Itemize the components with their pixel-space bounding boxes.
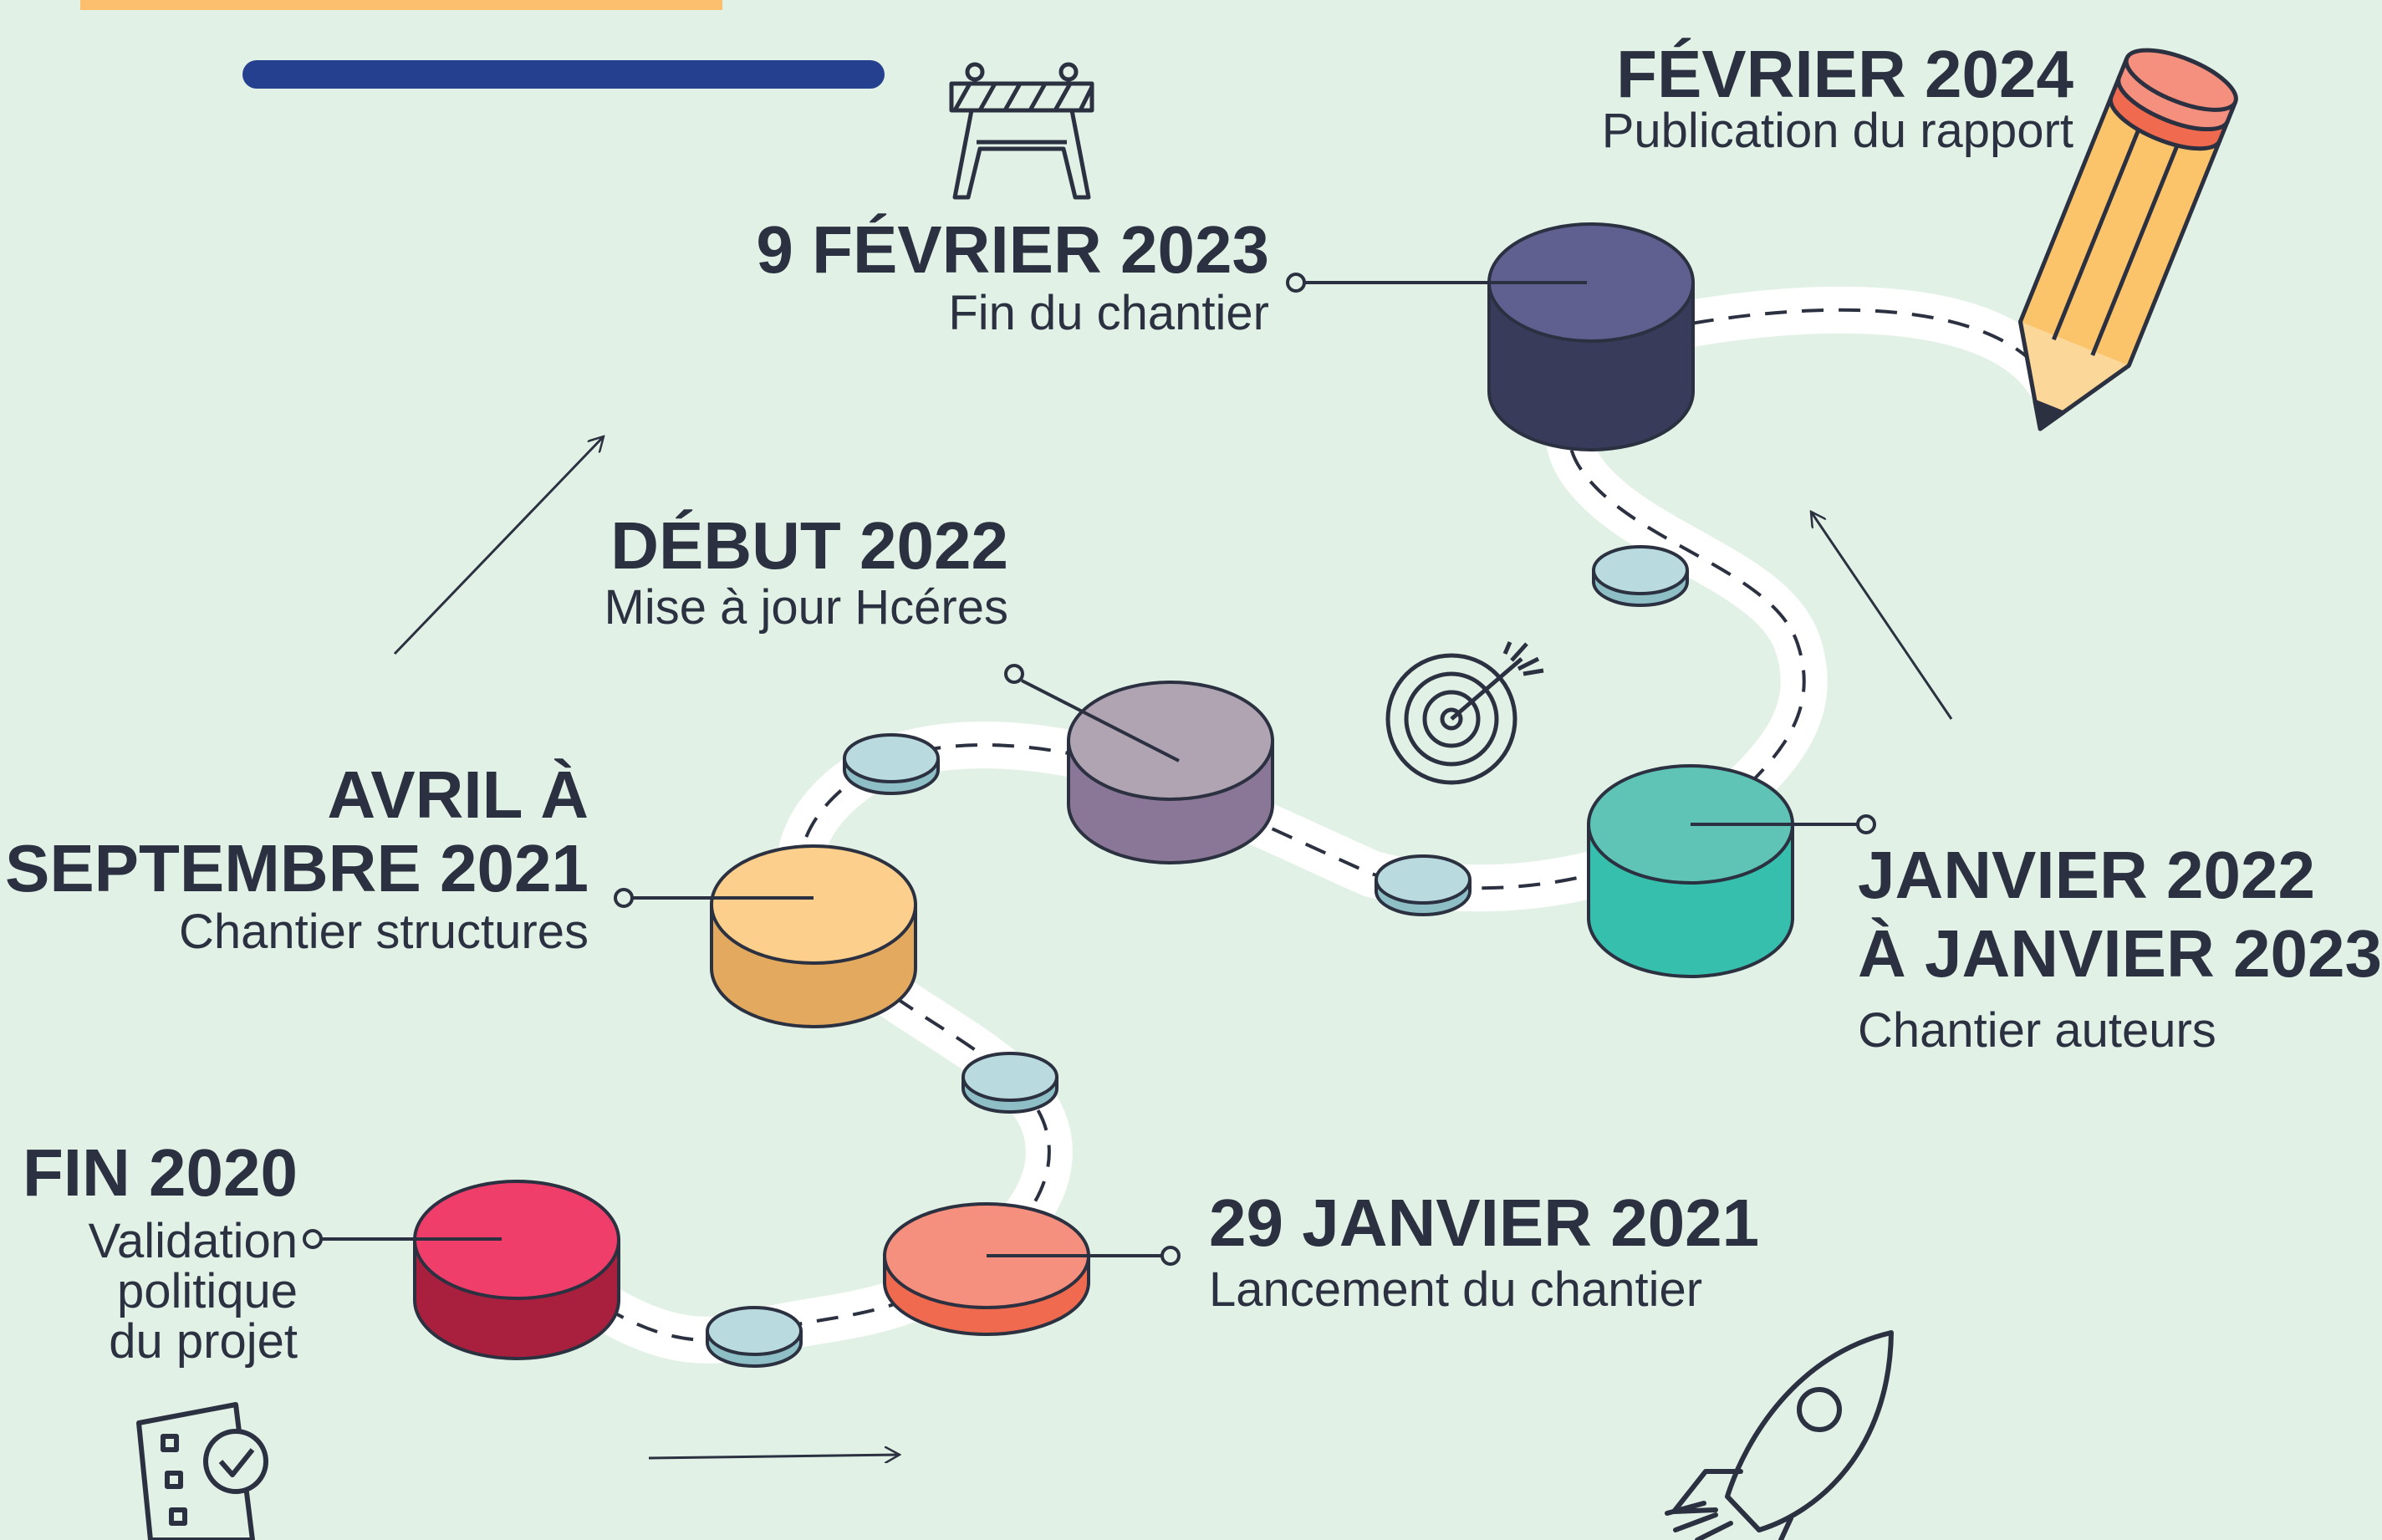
milestone-date-avr2021: SEPTEMBRE 2021 bbox=[5, 831, 589, 905]
milestone-desc-avr2021: Chantier structures bbox=[179, 905, 589, 959]
direction-arrows bbox=[393, 436, 1953, 1458]
leader-line-jan2022 bbox=[1691, 814, 1876, 834]
header-underline-bar bbox=[242, 60, 885, 89]
leader-line-debut2022 bbox=[1004, 664, 1180, 762]
step-disc bbox=[1375, 854, 1472, 916]
leader-line-avr2021 bbox=[614, 888, 814, 908]
step-discs bbox=[706, 545, 1689, 1368]
milestone-date-fev2024: FÉVRIER 2024 bbox=[1616, 37, 2073, 111]
pencil-icon bbox=[2017, 48, 2238, 431]
step-disc bbox=[706, 1306, 803, 1368]
step-disc bbox=[1592, 545, 1689, 607]
milestone-date-debut2022: DÉBUT 2022 bbox=[610, 508, 1008, 583]
milestone-desc-fin2020: du projet bbox=[109, 1314, 298, 1369]
milestone-date-jan2022: JANVIER 2022 bbox=[1858, 838, 2315, 912]
milestone-date-fin2020: FIN 2020 bbox=[23, 1135, 298, 1210]
arrow-right bbox=[648, 1455, 900, 1458]
milestone-desc-fev2023: Fin du chantier bbox=[948, 286, 1269, 340]
milestone-desc-fin2020: Validation bbox=[89, 1214, 298, 1268]
step-disc bbox=[961, 1052, 1058, 1114]
target-icon bbox=[1385, 641, 1544, 785]
leader-line-jan2021 bbox=[987, 1246, 1181, 1266]
milestone-desc-fev2024: Publication du rapport bbox=[1602, 104, 2073, 158]
milestone-cylinder-debut2022 bbox=[1067, 681, 1274, 864]
milestone-cylinder-fev2023 bbox=[1487, 222, 1695, 451]
milestone-date-jan2022: À JANVIER 2023 bbox=[1858, 916, 2382, 991]
barrier-icon bbox=[949, 62, 1094, 200]
milestone-date-fev2023: 9 FÉVRIER 2023 bbox=[756, 212, 1269, 287]
milestone-date-jan2021: 29 JANVIER 2021 bbox=[1209, 1186, 1759, 1260]
arrow-up-right bbox=[1811, 512, 1953, 720]
leader-line-fin2020 bbox=[303, 1229, 502, 1249]
cylinder-top bbox=[1067, 681, 1274, 801]
milestone-desc-debut2022: Mise à jour Hcéres bbox=[604, 580, 1008, 635]
header-accent-bar bbox=[80, 0, 722, 10]
milestone-cylinder-jan2022 bbox=[1587, 764, 1794, 978]
step-disc bbox=[843, 733, 940, 795]
leader-line-fev2023 bbox=[1286, 273, 1587, 293]
milestone-desc-jan2022: Chantier auteurs bbox=[1858, 1003, 2216, 1058]
checklist-icon bbox=[136, 1402, 268, 1540]
milestone-desc-fin2020: politique bbox=[117, 1264, 298, 1318]
milestone-date-avr2021: AVRIL À bbox=[327, 757, 589, 832]
milestone-cylinder-fin2020 bbox=[413, 1180, 620, 1360]
cylinder-top bbox=[710, 844, 917, 965]
milestone-cylinder-avr2021 bbox=[710, 844, 917, 1028]
milestone-cylinder-jan2021 bbox=[883, 1202, 1090, 1336]
arrow-up-left bbox=[393, 436, 604, 655]
leader-lines bbox=[303, 273, 1876, 1266]
rocket-icon bbox=[1665, 1330, 1894, 1540]
milestone-desc-jan2021: Lancement du chantier bbox=[1209, 1262, 1702, 1317]
